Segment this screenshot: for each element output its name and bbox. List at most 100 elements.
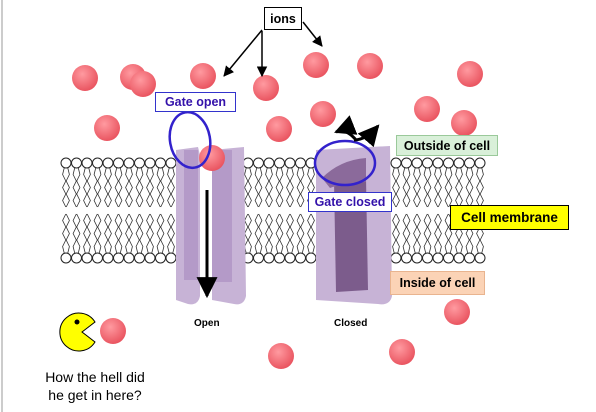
gate-open-label: Gate open — [155, 92, 236, 112]
open-channel-inner-right — [212, 150, 232, 282]
lipid-head — [274, 157, 285, 169]
lipid-tail — [107, 213, 112, 254]
lipid-tail — [125, 213, 130, 254]
lipid-head — [274, 252, 285, 264]
lipid-head — [92, 252, 103, 264]
ion — [72, 65, 98, 91]
lipid-tail — [128, 167, 133, 208]
lipid-tail — [392, 213, 397, 254]
lipid-head — [134, 252, 145, 264]
deflect-arrow-left — [334, 115, 358, 141]
ion — [199, 145, 225, 171]
lipid-head — [295, 252, 306, 264]
ion — [190, 63, 216, 89]
closed-channel-gate — [322, 158, 366, 188]
lipid-tail — [268, 167, 273, 208]
lipid-head — [464, 252, 475, 264]
lipid-tail — [244, 167, 249, 208]
ions-group — [72, 52, 483, 369]
lipid-tail — [279, 167, 284, 208]
lipid-tail — [93, 213, 98, 254]
ion — [310, 101, 336, 127]
lipid-tail — [65, 167, 70, 208]
lipid-tail — [406, 213, 411, 254]
lipid-tail — [135, 167, 140, 208]
lipid-tail — [254, 167, 259, 208]
lipid-tail — [469, 167, 474, 208]
lipid-tail — [149, 213, 154, 254]
lipid-tail — [395, 213, 400, 254]
ion — [94, 115, 120, 141]
lipid-tail — [416, 167, 421, 208]
lipid-head — [113, 157, 124, 169]
lipid-tail — [258, 213, 263, 254]
ion — [444, 299, 470, 325]
lipid-tail — [146, 167, 151, 208]
lipid-tail — [107, 167, 112, 208]
lipid-tail — [93, 167, 98, 208]
lipid-tail — [128, 213, 133, 254]
lipid-tail — [62, 167, 67, 208]
lipid-tail — [402, 213, 407, 254]
lipid-head — [242, 157, 254, 169]
ion — [389, 339, 415, 365]
lipid-head — [102, 157, 114, 169]
lipid-tail — [170, 213, 175, 254]
lipid-tail — [104, 167, 109, 208]
lipid-head — [144, 157, 156, 169]
lipid-tail — [118, 213, 123, 254]
lipid-tail — [156, 213, 161, 254]
lipid-tail — [455, 167, 460, 208]
lipid-tail — [254, 213, 259, 254]
lipid-head — [401, 252, 412, 264]
lipid-head — [60, 157, 72, 169]
lipid-tail — [289, 167, 294, 208]
lipid-tail — [135, 213, 140, 254]
lipid-head — [474, 157, 486, 169]
lipid-head — [401, 157, 412, 169]
lipid-tail — [265, 213, 270, 254]
lipid-head — [464, 157, 475, 169]
lipid-tail — [258, 167, 263, 208]
ion — [130, 71, 156, 97]
lipid-tail — [65, 213, 70, 254]
lipid-head — [253, 252, 264, 264]
open-channel-inner-left — [184, 150, 198, 280]
ion — [268, 343, 294, 369]
lipid-head — [432, 157, 444, 169]
lipid-tail — [279, 213, 284, 254]
lipid-head — [432, 252, 444, 264]
lipid-tail — [149, 167, 154, 208]
lipid-tail — [247, 213, 252, 254]
lipid-tail — [97, 167, 102, 208]
ions-arrow-right — [302, 21, 323, 47]
lipid-head — [165, 157, 177, 169]
lipid-tail — [114, 167, 119, 208]
lipid-head — [390, 157, 402, 169]
pacman-caption: How the hell did he get in here? — [20, 368, 170, 404]
gate-closed-ring — [313, 139, 377, 187]
lipid-tail — [76, 213, 81, 254]
lipid-head — [81, 157, 93, 169]
closed-channel — [316, 146, 392, 305]
lipid-tail — [444, 167, 449, 208]
deflect-arrow-right — [353, 124, 380, 148]
lipid-tail — [413, 213, 418, 254]
open-channel — [176, 147, 246, 305]
lipid-tail — [160, 167, 165, 208]
lipid-tail — [83, 167, 88, 208]
caption-line-2: he get in here? — [48, 387, 142, 403]
ion — [451, 110, 477, 136]
open-channel-label: Open — [194, 318, 220, 329]
lipid-tail — [160, 213, 165, 254]
lipid-head — [60, 252, 72, 264]
lipid-tail — [427, 167, 432, 208]
lipid-head — [474, 252, 486, 264]
lipid-head — [411, 157, 423, 169]
gate-open-ring — [168, 110, 212, 170]
lipid-head — [123, 157, 135, 169]
lipid-head — [134, 157, 145, 169]
lipid-tail — [413, 167, 418, 208]
lipid-tail — [458, 167, 463, 208]
lipid-tail — [296, 167, 301, 208]
